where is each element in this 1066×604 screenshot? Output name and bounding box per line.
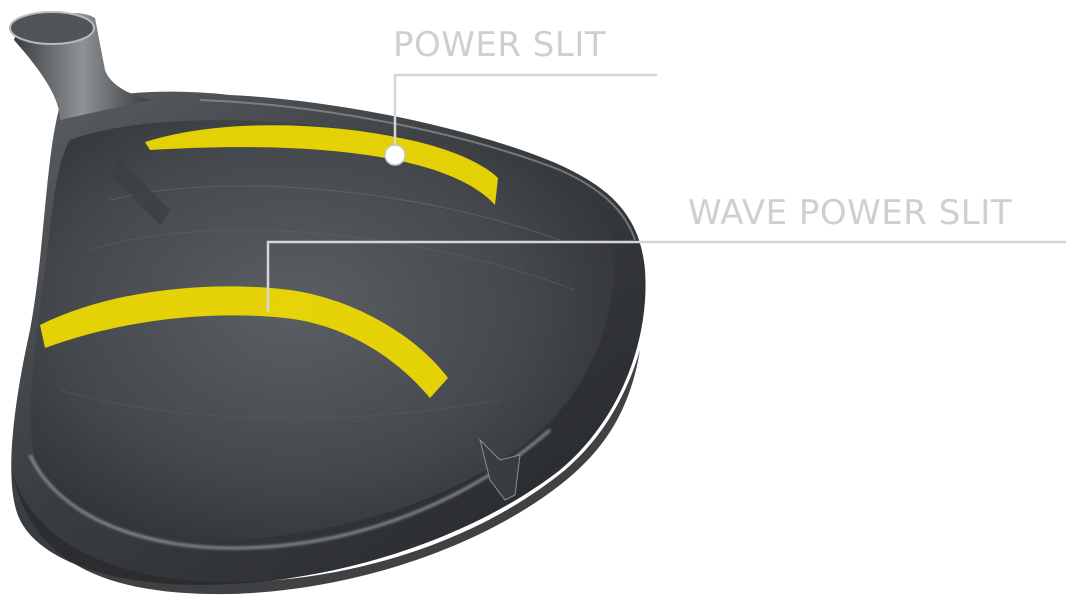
wave-power-slit-label: WAVE POWER SLIT xyxy=(688,193,1013,233)
power-slit-leader xyxy=(393,73,657,155)
hosel-top xyxy=(9,11,95,45)
power-slit-marker xyxy=(384,144,406,166)
wave-power-slit xyxy=(40,286,448,398)
rim-highlight xyxy=(28,428,551,550)
power-slit xyxy=(145,125,498,205)
wave-power-slit-leader xyxy=(266,240,1066,312)
club-head-sole xyxy=(30,120,616,540)
power-slit-label: POWER SLIT xyxy=(393,25,607,65)
